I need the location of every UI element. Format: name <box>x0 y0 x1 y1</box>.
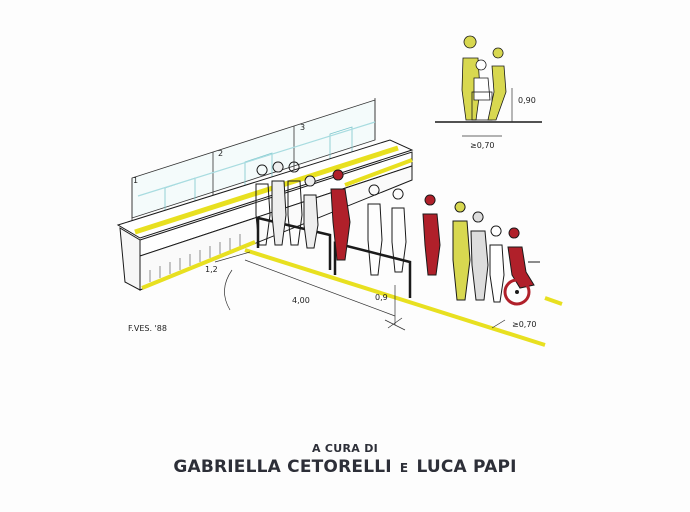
red-figure-1 <box>330 169 351 261</box>
signature: F.VES. '88 <box>128 324 167 333</box>
counter-number-2: 2 <box>218 149 223 158</box>
dimension-barrier-height: 0,9 <box>375 293 388 302</box>
counter-top-yellow-strip <box>134 145 399 235</box>
counter-number-3: 3 <box>300 123 305 132</box>
dimension-counter-distance: 1,2 <box>205 265 218 274</box>
floor-yellow-strip-left <box>141 240 256 290</box>
dimension-queue-length: 4,00 <box>292 296 310 305</box>
people-figures <box>255 161 407 276</box>
yellow-figure <box>452 201 471 301</box>
conjunction: E <box>399 461 409 475</box>
credits-authors: GABRIELLA CETORELLI E LUCA PAPI <box>0 457 690 477</box>
counter-number-1: 1 <box>133 176 138 185</box>
dimension-lane-width: ≥0,70 <box>512 320 537 329</box>
dimension-lines <box>214 251 506 331</box>
inset-height: 0,90 <box>518 96 536 105</box>
wheelchair-user <box>503 227 540 306</box>
credits-subtitle: A CURA DI <box>311 442 379 455</box>
inset-detail <box>435 35 542 137</box>
author-1: GABRIELLA CETORELLI <box>173 457 392 477</box>
inset-width: ≥0,70 <box>470 141 495 150</box>
red-figure-2 <box>422 194 441 276</box>
glass-partition <box>131 98 376 223</box>
author-2: LUCA PAPI <box>416 457 517 477</box>
